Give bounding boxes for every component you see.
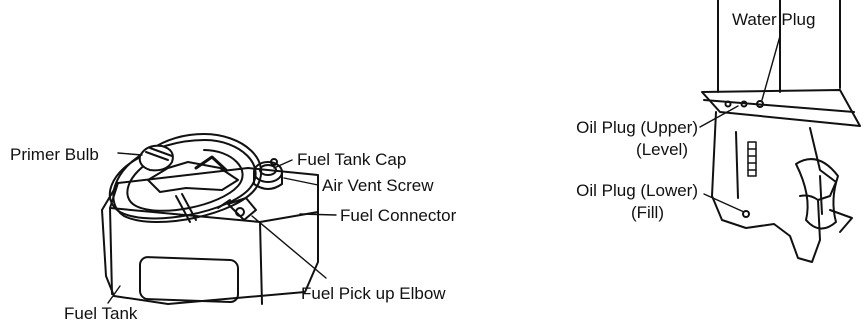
leader-fuel-pick-up-elbow — [251, 215, 327, 279]
water-intake-slots — [747, 141, 757, 177]
fuel-tank-front-edge — [109, 207, 263, 305]
label-fuel-tank-cap: Fuel Tank Cap — [297, 150, 407, 169]
fuel-hose-coil — [108, 133, 263, 223]
label-oil-plug-lower: Oil Plug (Lower) — [576, 181, 698, 200]
leader-fuel-connector — [299, 213, 337, 216]
gearcase-illustration — [701, 0, 861, 263]
label-oil-plug-lower-sub: (Fill) — [630, 203, 664, 222]
fuel-tank-illustration — [101, 133, 319, 305]
label-fuel-pick-up-elbow: Fuel Pick up Elbow — [301, 284, 446, 303]
gearcase-leader-lines — [699, 35, 781, 213]
fuel-tank-body — [101, 167, 319, 305]
leader-oil-plug-lower — [703, 193, 745, 213]
propeller — [795, 158, 853, 233]
label-primer-bulb: Primer Bulb — [10, 145, 99, 164]
label-air-vent-screw: Air Vent Screw — [322, 176, 434, 195]
oil-plug-lower-hole — [742, 210, 750, 218]
fuel-tank-recess — [139, 256, 239, 304]
fuel-tank-leader-lines — [107, 152, 337, 304]
primer-bulb — [138, 144, 174, 172]
label-fuel-tank: Fuel Tank — [64, 304, 138, 323]
leader-primer-bulb — [117, 152, 143, 156]
label-oil-plug-upper-sub: (Level) — [636, 140, 688, 159]
leader-air-vent-screw — [283, 177, 319, 186]
label-oil-plug-upper: Oil Plug (Upper) — [576, 118, 698, 137]
lower-unit-housing — [711, 111, 837, 263]
leader-oil-plug-upper — [699, 105, 739, 128]
leader-fuel-tank-cap — [273, 159, 293, 169]
water-plug-hole — [756, 100, 764, 108]
gearcase-shaft — [717, 0, 841, 93]
leader-water-plug — [761, 35, 781, 101]
fuel-tank-handle — [147, 161, 239, 193]
anti-ventilation-plate — [701, 89, 861, 127]
leader-fuel-tank — [107, 285, 121, 304]
label-fuel-connector: Fuel Connector — [340, 206, 457, 225]
label-water-plug: Water Plug — [732, 10, 816, 29]
air-vent-screw — [270, 158, 278, 166]
fuel-connector — [227, 197, 257, 221]
